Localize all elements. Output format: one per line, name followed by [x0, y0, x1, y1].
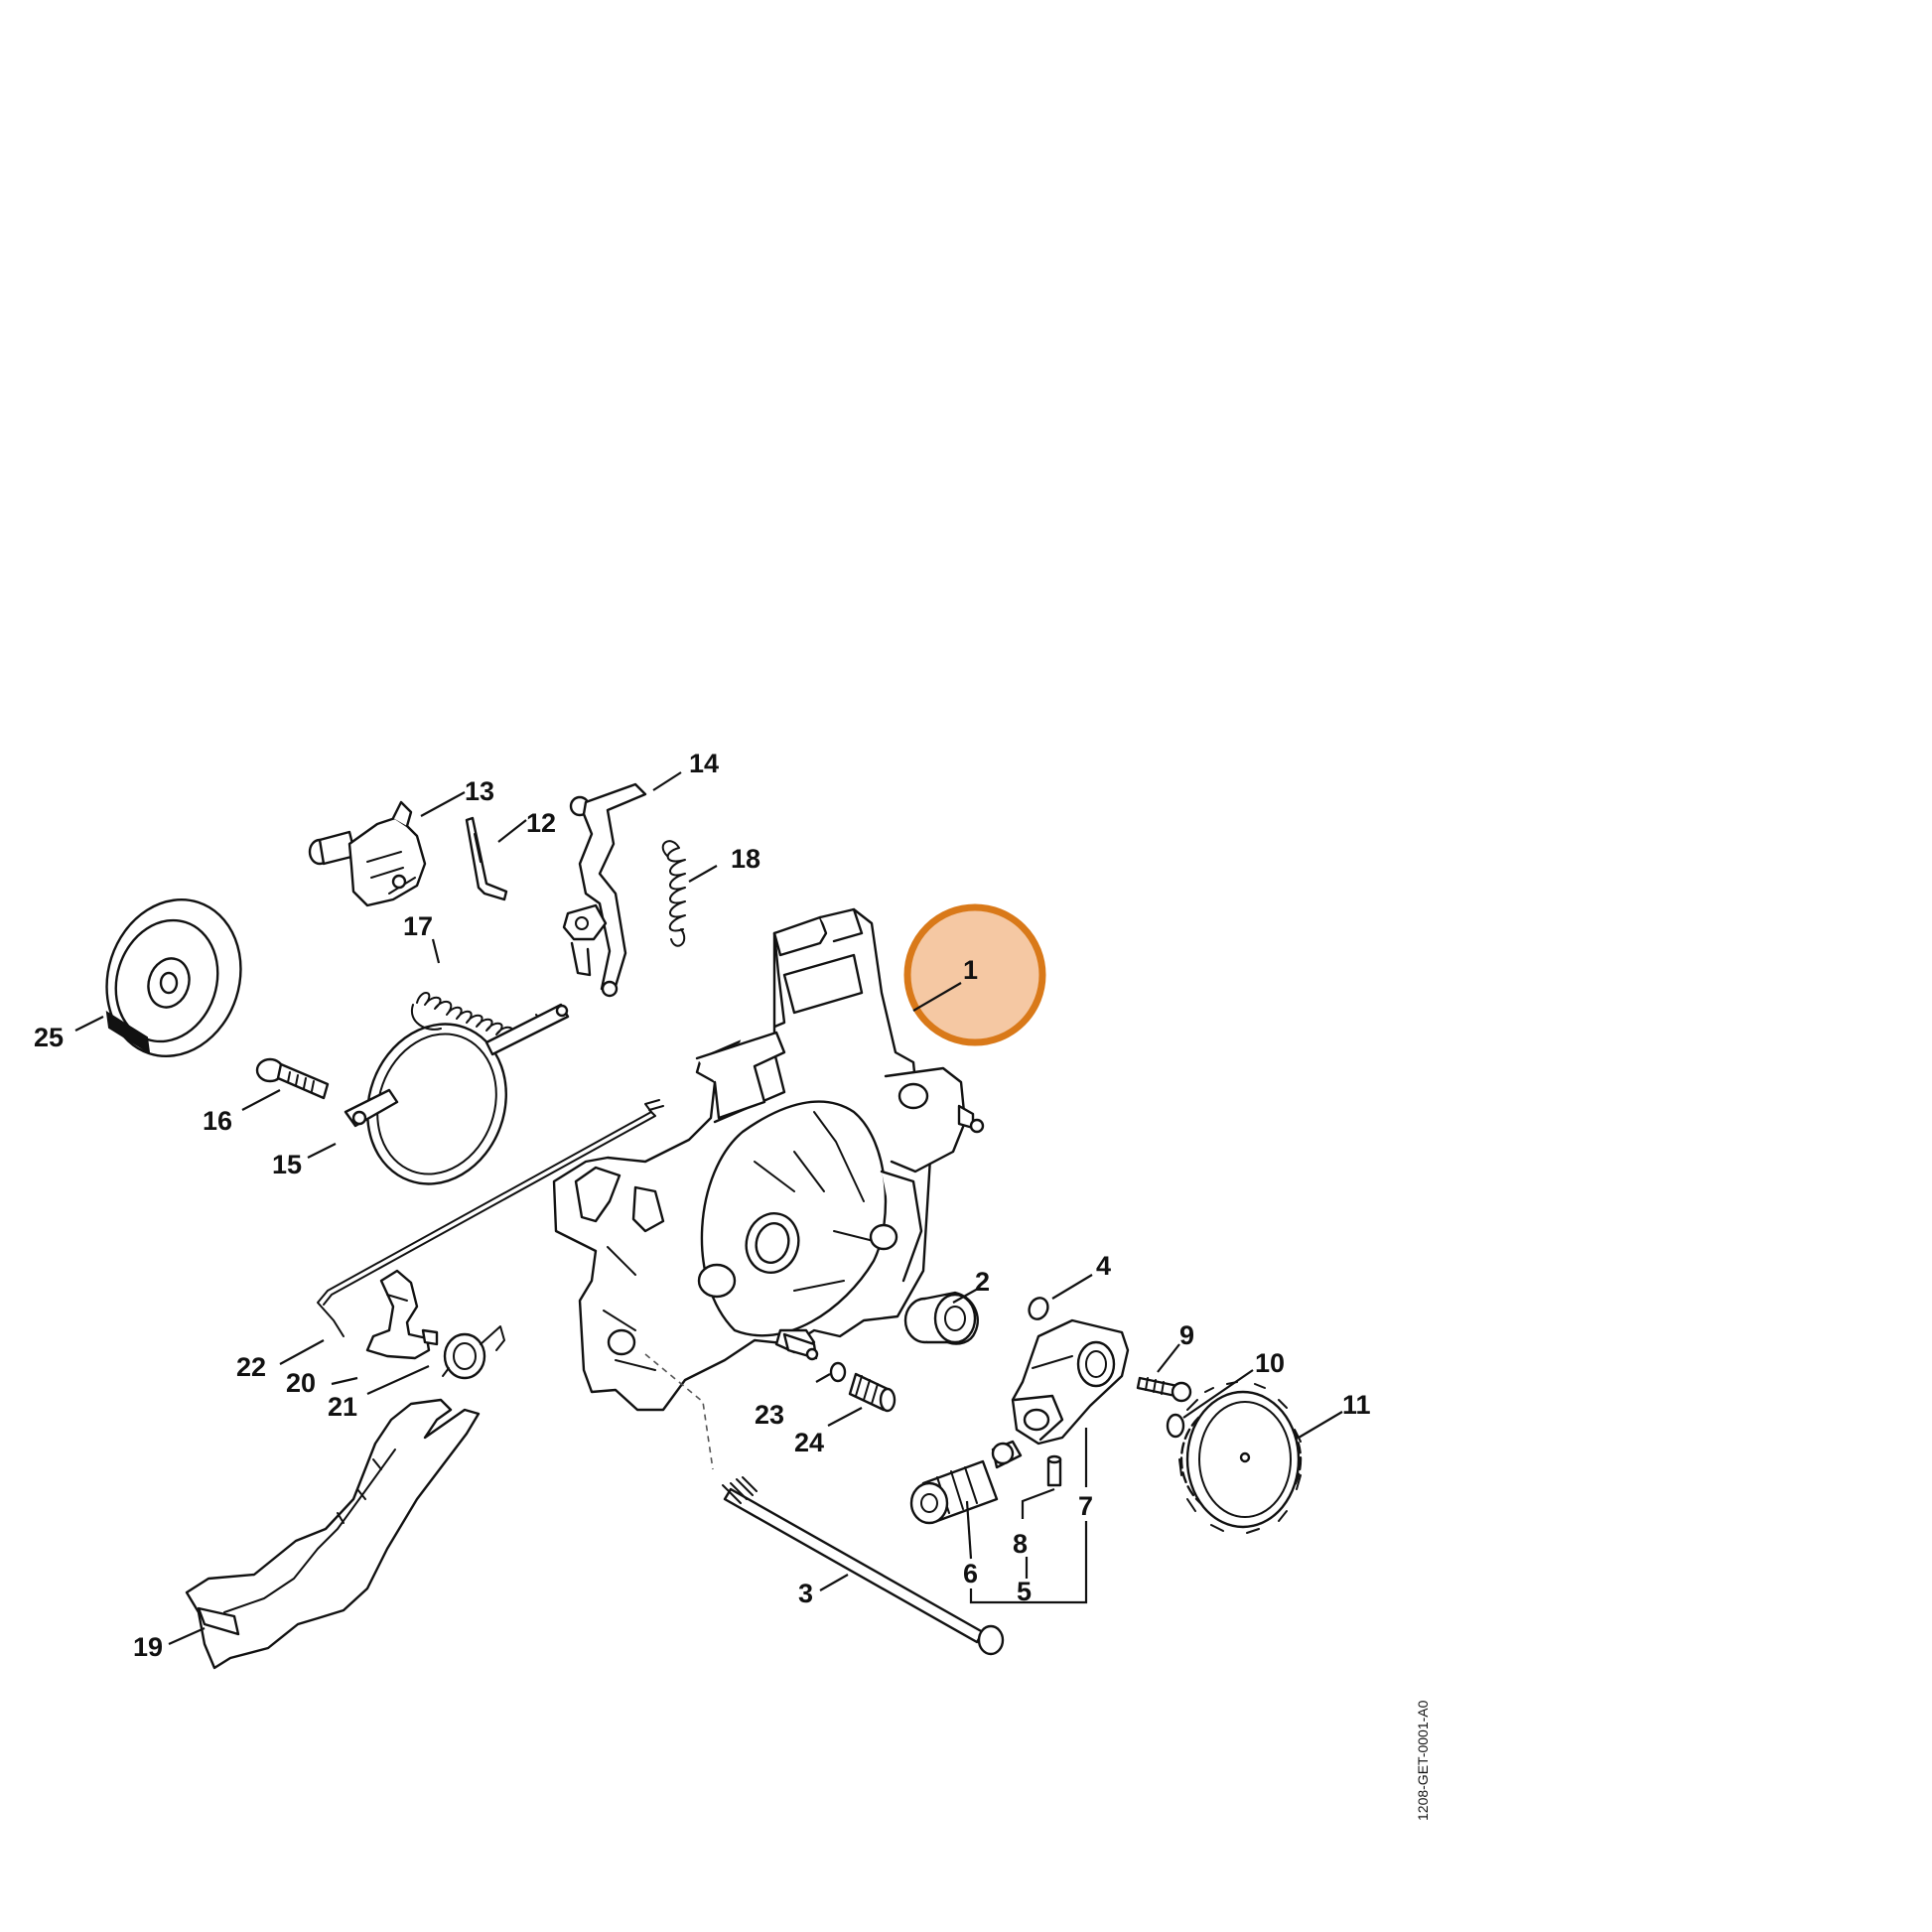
part-22-rod	[317, 1099, 664, 1337]
callout-23[interactable]: 23	[755, 1400, 784, 1430]
part-15-brake-band	[344, 1023, 507, 1185]
leader-lines	[74, 771, 1343, 1646]
part-9-screw	[1136, 1376, 1192, 1403]
part-6-worm	[909, 1440, 1023, 1525]
callout-21[interactable]: 21	[328, 1392, 357, 1422]
callout-9[interactable]: 9	[1179, 1320, 1194, 1350]
callout-18[interactable]: 18	[731, 844, 760, 874]
callout-11[interactable]: 11	[1342, 1390, 1371, 1420]
callout-19[interactable]: 19	[133, 1632, 163, 1662]
document-id: 1208-GET-0001-A0	[1415, 1700, 1431, 1821]
callout-6[interactable]: 6	[963, 1559, 978, 1588]
part-7-oil-pump	[1011, 1318, 1130, 1446]
callout-5[interactable]: 5	[1017, 1577, 1032, 1606]
callout-16[interactable]: 16	[203, 1106, 232, 1136]
callout-1[interactable]: 1	[963, 955, 978, 985]
callout-20[interactable]: 20	[286, 1368, 316, 1398]
callout-17[interactable]: 17	[403, 911, 433, 941]
callout-2[interactable]: 2	[975, 1267, 990, 1297]
part-2-bearing	[903, 1291, 979, 1345]
callout-25[interactable]: 25	[34, 1023, 64, 1052]
part-11-worm-gear	[1178, 1381, 1303, 1534]
part-13-brake-lever	[308, 800, 427, 907]
callout-15[interactable]: 15	[272, 1150, 302, 1179]
part-23-oring	[829, 1361, 847, 1383]
part-18-spring	[661, 840, 686, 947]
callout-4[interactable]: 4	[1096, 1251, 1111, 1281]
part-20-pawl	[365, 1269, 439, 1360]
callouts: 1 2 3 4 5 6 7 8 9 10 11 12 13 14 15 16 1…	[34, 749, 1371, 1662]
part-10-washer	[1166, 1413, 1185, 1439]
callout-7[interactable]: 7	[1078, 1491, 1093, 1521]
part-25-clutch-drum	[105, 898, 242, 1057]
highlight-circle	[903, 903, 1046, 1046]
callout-8[interactable]: 8	[1013, 1529, 1028, 1559]
callout-14[interactable]: 14	[689, 749, 719, 778]
part-12-clip	[465, 816, 508, 901]
callout-12[interactable]: 12	[526, 808, 556, 838]
part-17-spring	[410, 992, 570, 1056]
callout-3[interactable]: 3	[798, 1579, 813, 1608]
part-21-torsion-spring	[442, 1325, 505, 1380]
part-1-crankcase	[552, 907, 985, 1412]
part-24-sleeve	[848, 1372, 897, 1413]
callout-10[interactable]: 10	[1255, 1348, 1285, 1378]
part-8-pin	[1046, 1454, 1062, 1487]
callout-13[interactable]: 13	[465, 776, 494, 806]
part-3-bolt	[644, 1353, 1005, 1656]
part-14-lever	[562, 782, 647, 998]
callout-24[interactable]: 24	[794, 1428, 824, 1457]
part-19-hand-guard	[185, 1398, 481, 1670]
callout-22[interactable]: 22	[236, 1352, 266, 1382]
part-4-oring	[1028, 1297, 1049, 1320]
part-16-screw	[255, 1057, 330, 1100]
